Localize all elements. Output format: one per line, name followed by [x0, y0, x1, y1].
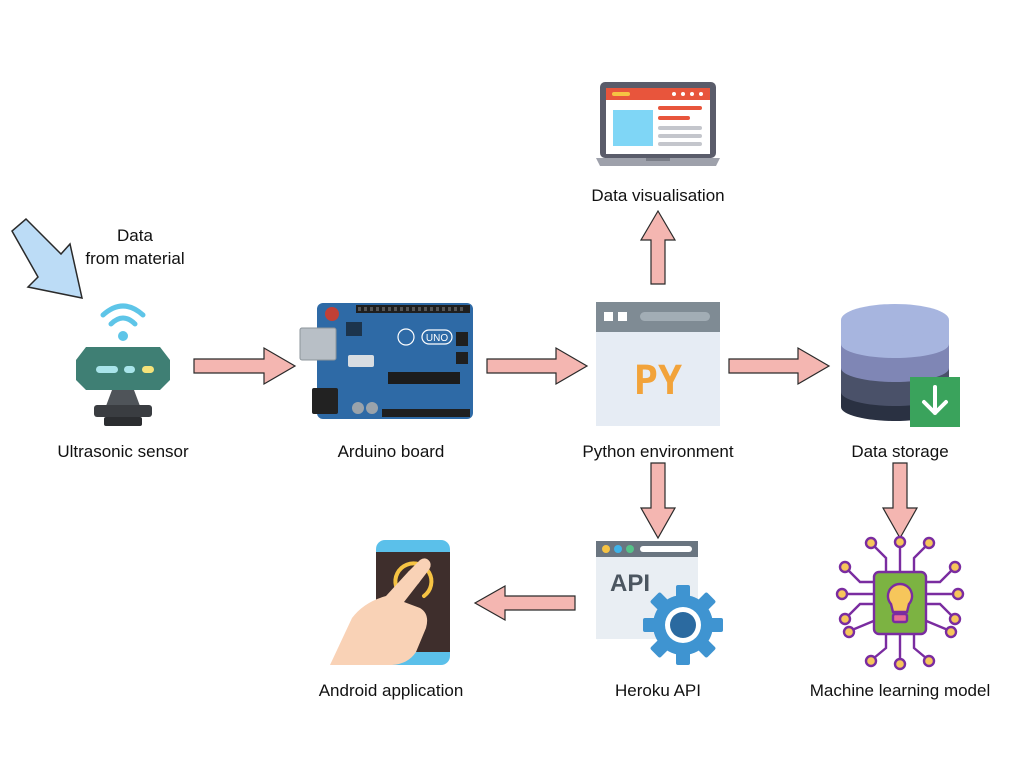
api-gear-icon: API	[596, 541, 723, 665]
python-window-icon: PY	[596, 302, 720, 426]
heroku-api-label: Heroku API	[615, 681, 701, 700]
data-visualisation-label: Data visualisation	[591, 186, 725, 205]
database-icon	[841, 304, 960, 427]
python-environment-label: Python environment	[582, 442, 734, 461]
input-data-line2: from material	[85, 249, 185, 268]
input-arrow-icon	[11, 217, 83, 299]
arrow-python-to-storage	[728, 346, 831, 386]
arrow-sensor-to-arduino	[193, 346, 297, 386]
ml-chip-icon	[835, 535, 965, 671]
arrow-python-to-visualisation	[639, 209, 677, 285]
touch-phone-icon	[330, 540, 450, 665]
arduino-board-label: Arduino board	[337, 442, 445, 461]
arduino-board-uno-text: UNO	[426, 333, 448, 344]
laptop-dashboard-icon	[596, 82, 720, 166]
input-data-line1: Data	[117, 226, 153, 245]
python-logo-text: PY	[634, 358, 682, 404]
ultrasonic-sensor-label: Ultrasonic sensor	[57, 442, 189, 461]
arrow-python-to-heroku	[639, 462, 677, 540]
arrow-storage-to-ml	[881, 462, 919, 540]
machine-learning-model-label: Machine learning model	[809, 681, 991, 700]
arrow-arduino-to-python	[486, 346, 589, 386]
arduino-board-icon: UNO	[299, 303, 473, 419]
flow-arrows	[193, 209, 919, 622]
data-storage-label: Data storage	[851, 442, 949, 461]
arrow-heroku-to-android	[473, 584, 576, 622]
android-application-label: Android application	[318, 681, 464, 700]
input-data-label: Data from material	[85, 224, 184, 270]
api-text: API	[610, 570, 650, 597]
ultrasonic-sensor-icon	[76, 303, 170, 426]
